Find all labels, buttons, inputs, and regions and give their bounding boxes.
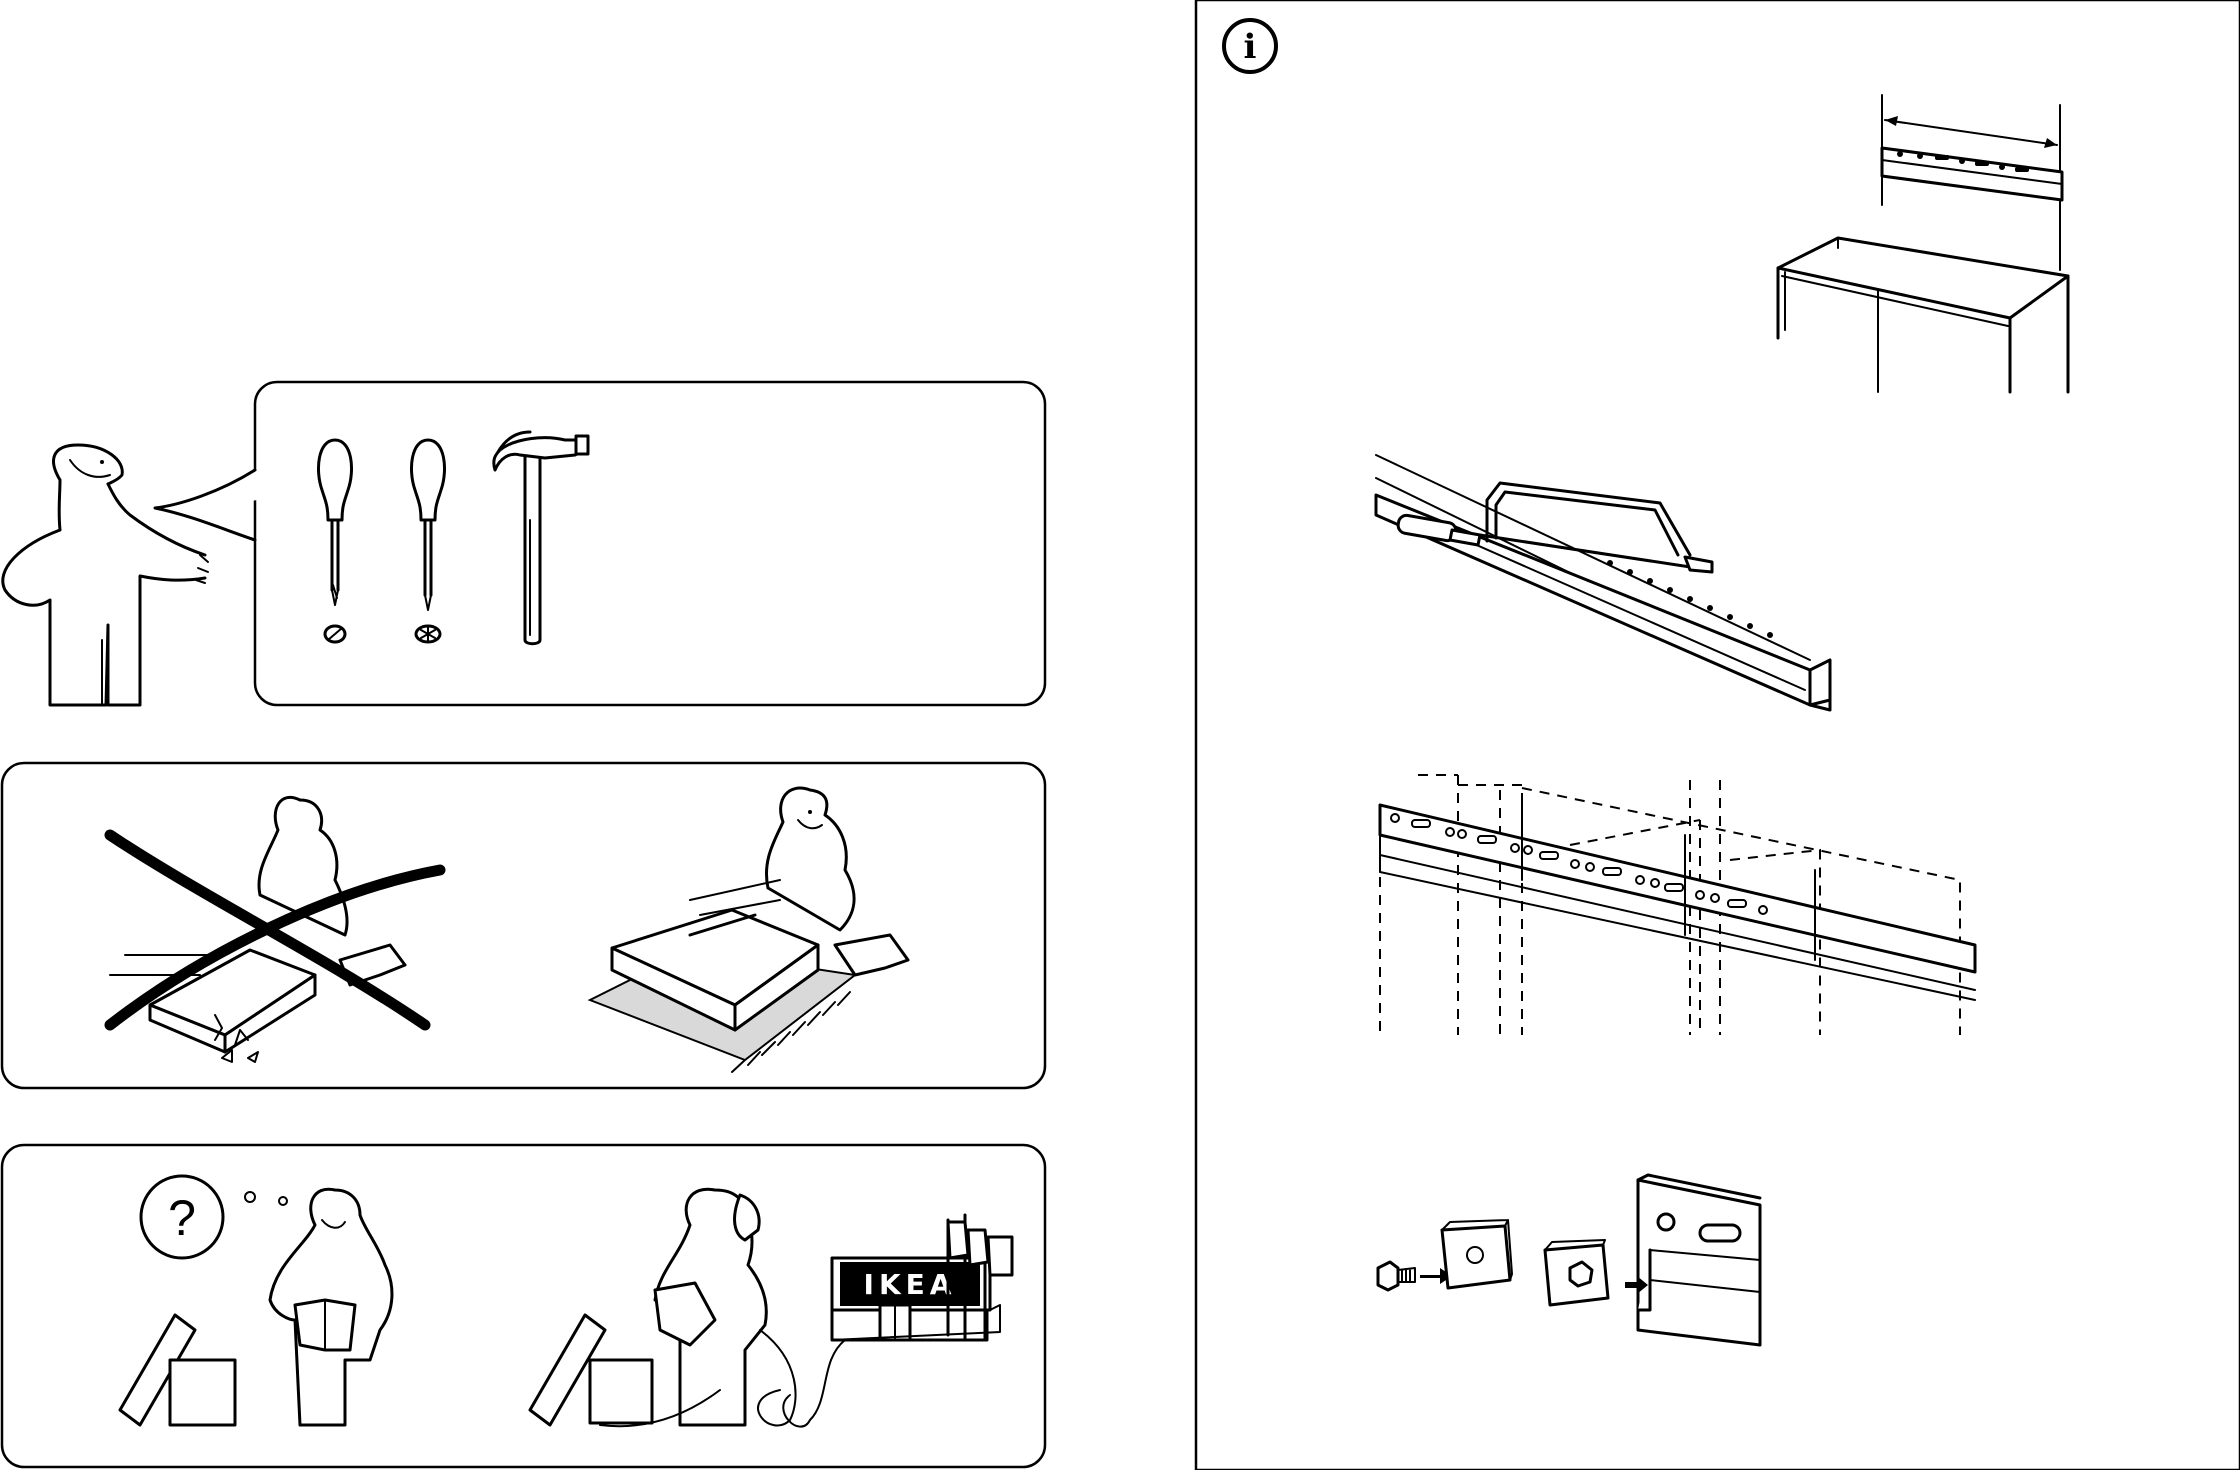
tools-panel <box>155 382 1045 705</box>
help-panel: ? IKEA <box>2 1145 1045 1467</box>
right-page: i <box>1196 0 2240 1470</box>
info-icon: i <box>1224 20 1276 72</box>
care-panel <box>2 763 1045 1088</box>
ikea-sign: IKEA <box>864 1268 957 1301</box>
question-icon: ? <box>168 1190 196 1246</box>
presenter-figure <box>3 445 208 705</box>
info-icon-glyph: i <box>1244 27 1257 67</box>
